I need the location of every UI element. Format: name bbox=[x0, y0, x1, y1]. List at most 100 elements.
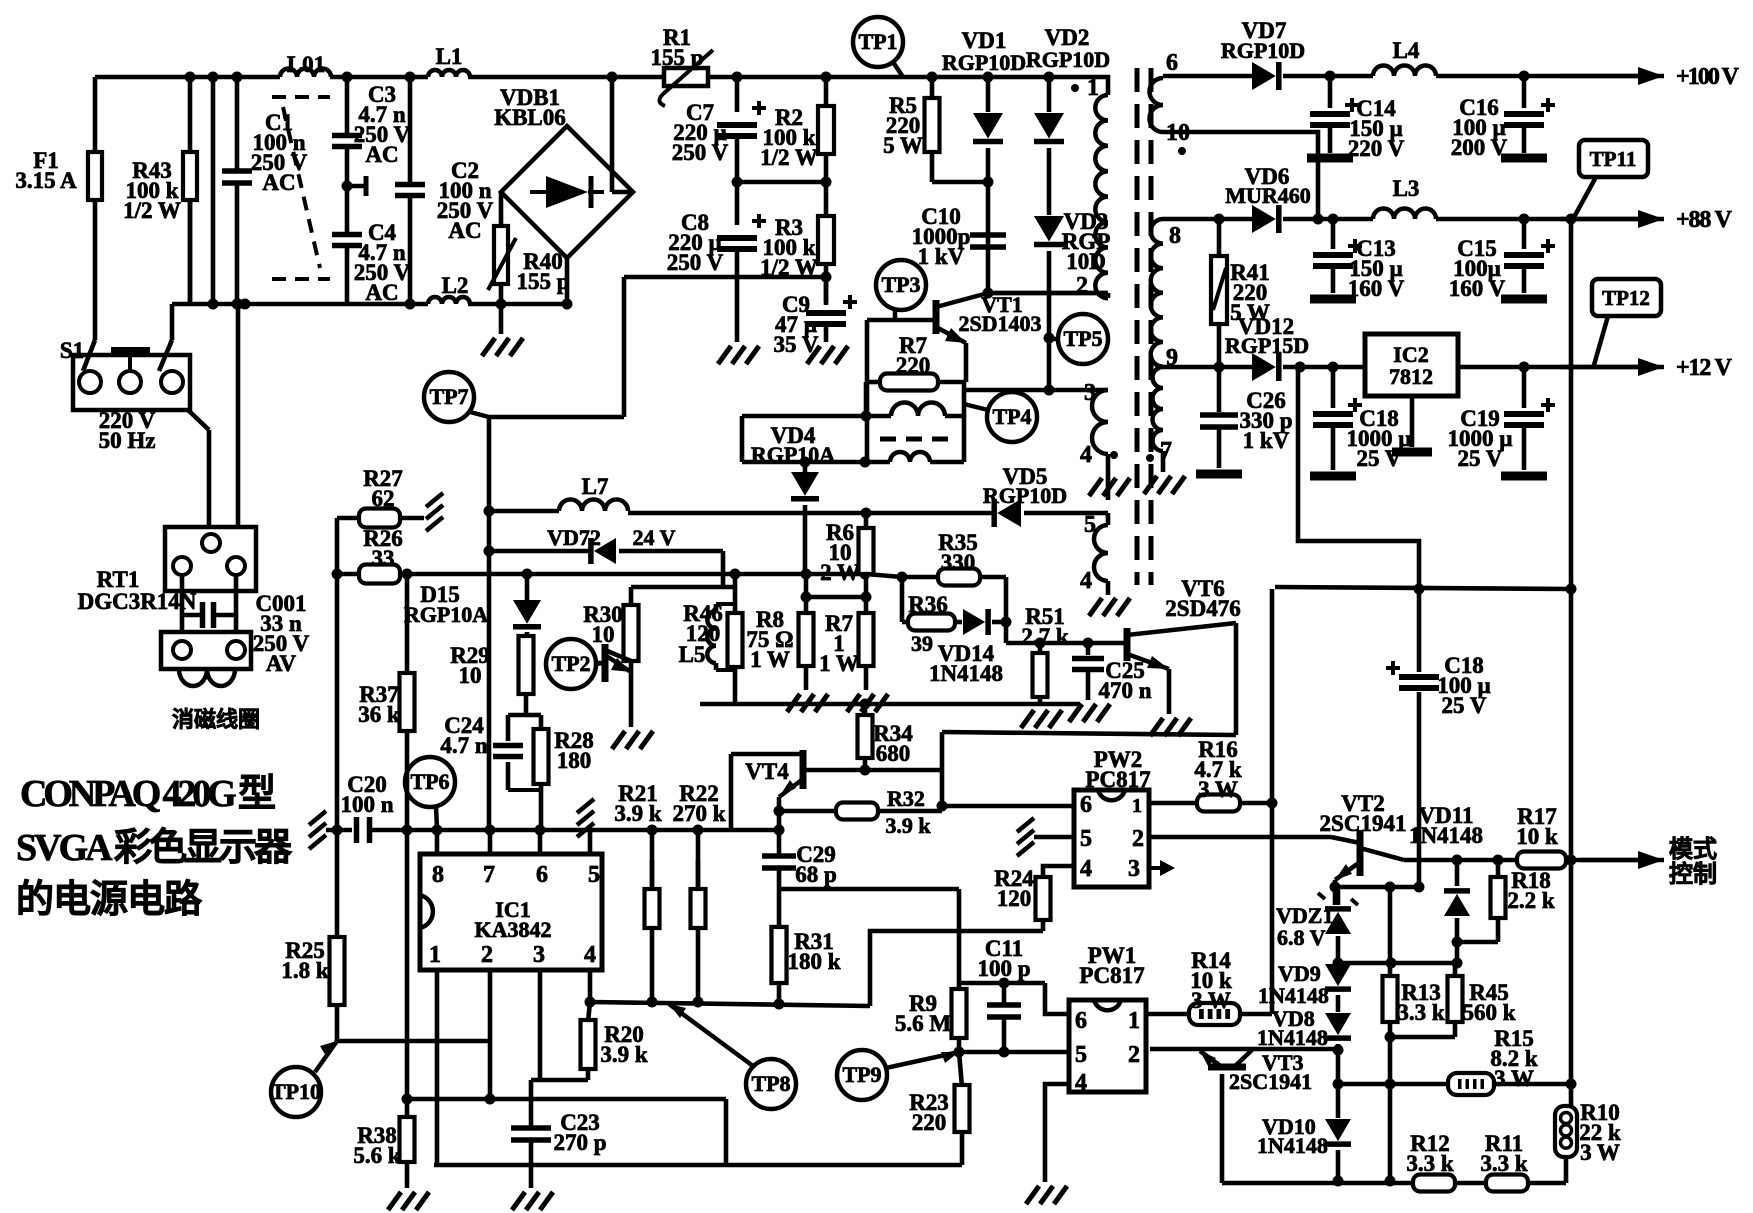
svg-text:TP2: TP2 bbox=[551, 651, 590, 676]
svg-text:2: 2 bbox=[481, 942, 493, 968]
svg-text:2SD1403: 2SD1403 bbox=[958, 311, 1041, 336]
svg-text:F1: F1 bbox=[33, 148, 59, 173]
svg-text:VD72: VD72 bbox=[547, 525, 601, 550]
svg-text:250 V: 250 V bbox=[251, 150, 308, 175]
svg-text:TP8: TP8 bbox=[751, 1071, 790, 1096]
svg-text:PW1: PW1 bbox=[1088, 943, 1137, 968]
svg-text:10: 10 bbox=[1166, 120, 1190, 146]
svg-text:RGP10A: RGP10A bbox=[404, 602, 488, 627]
svg-text:220: 220 bbox=[886, 113, 921, 138]
svg-text:120: 120 bbox=[997, 886, 1032, 911]
svg-text:R20: R20 bbox=[604, 1022, 644, 1047]
svg-text:VD9: VD9 bbox=[1278, 961, 1321, 986]
svg-text:6: 6 bbox=[536, 862, 548, 888]
svg-text:VDZ1: VDZ1 bbox=[1276, 903, 1333, 928]
svg-text:100 µ: 100 µ bbox=[1452, 115, 1506, 140]
svg-text:1 kV: 1 kV bbox=[1243, 428, 1290, 453]
svg-text:RT1: RT1 bbox=[97, 567, 140, 592]
svg-text:RGP10D: RGP10D bbox=[1221, 38, 1305, 63]
svg-text:36 k: 36 k bbox=[358, 702, 400, 727]
svg-text:160 V: 160 V bbox=[1348, 276, 1405, 301]
svg-text:5: 5 bbox=[1084, 512, 1096, 538]
svg-text:100 n: 100 n bbox=[438, 178, 491, 203]
svg-text:TP6: TP6 bbox=[410, 769, 449, 794]
svg-text:R1: R1 bbox=[663, 25, 691, 50]
svg-text:33 n: 33 n bbox=[260, 611, 302, 636]
svg-text:150 µ: 150 µ bbox=[1349, 116, 1403, 141]
svg-text:2 W: 2 W bbox=[820, 560, 860, 585]
svg-text:5 W: 5 W bbox=[1230, 300, 1270, 325]
svg-text:R40: R40 bbox=[523, 249, 563, 274]
svg-text:1N4148: 1N4148 bbox=[1258, 983, 1329, 1008]
svg-text:100 n: 100 n bbox=[340, 792, 393, 817]
svg-text:R51: R51 bbox=[1025, 604, 1065, 629]
svg-text:5: 5 bbox=[1075, 1042, 1087, 1068]
svg-text:RGP10D: RGP10D bbox=[983, 483, 1067, 508]
svg-text:10: 10 bbox=[459, 663, 482, 688]
svg-text:R5: R5 bbox=[889, 93, 917, 118]
svg-text:VT4: VT4 bbox=[745, 759, 789, 784]
svg-text:消磁线圈: 消磁线圈 bbox=[172, 707, 260, 732]
svg-text:AV: AV bbox=[266, 651, 297, 676]
svg-text:R32: R32 bbox=[887, 786, 925, 811]
svg-text:S1: S1 bbox=[60, 338, 84, 363]
svg-text:3.9 k: 3.9 k bbox=[885, 813, 931, 838]
svg-text:3.9 k: 3.9 k bbox=[614, 801, 662, 826]
svg-text:180 k: 180 k bbox=[787, 949, 840, 974]
svg-text:L3: L3 bbox=[1393, 176, 1420, 201]
svg-text:1 W: 1 W bbox=[819, 651, 859, 676]
svg-text:R2: R2 bbox=[775, 105, 803, 130]
svg-text:R22: R22 bbox=[679, 781, 719, 806]
svg-text:PW2: PW2 bbox=[1094, 747, 1143, 772]
svg-text:VT2: VT2 bbox=[1341, 791, 1384, 816]
svg-text:1: 1 bbox=[833, 631, 845, 656]
svg-text:L1: L1 bbox=[436, 44, 463, 69]
svg-text:R34: R34 bbox=[873, 721, 913, 746]
svg-text:4.7 n: 4.7 n bbox=[358, 102, 406, 127]
svg-text:TP11: TP11 bbox=[1590, 147, 1637, 171]
svg-text:1N4148: 1N4148 bbox=[929, 661, 1003, 686]
svg-text:C24: C24 bbox=[444, 713, 484, 738]
svg-text:1/2 W: 1/2 W bbox=[760, 145, 818, 170]
svg-text:C11: C11 bbox=[985, 936, 1023, 961]
svg-text:C25: C25 bbox=[1105, 658, 1145, 683]
svg-text:C14: C14 bbox=[1356, 96, 1396, 121]
svg-text:62: 62 bbox=[372, 486, 395, 511]
svg-text:TP12: TP12 bbox=[1602, 286, 1650, 310]
svg-text:VD4: VD4 bbox=[771, 423, 816, 448]
svg-text:5: 5 bbox=[1080, 826, 1092, 852]
svg-text:100 k: 100 k bbox=[762, 125, 815, 150]
svg-text:VD10: VD10 bbox=[1262, 1114, 1316, 1139]
svg-text:+12 V: +12 V bbox=[1676, 355, 1733, 381]
svg-text:R29: R29 bbox=[450, 643, 490, 668]
svg-text:3 W: 3 W bbox=[1198, 777, 1238, 802]
svg-text:R18: R18 bbox=[1511, 868, 1551, 893]
svg-text:1N4148: 1N4148 bbox=[1257, 1025, 1328, 1050]
svg-text:TP4: TP4 bbox=[992, 404, 1031, 429]
svg-text:VD6: VD6 bbox=[1245, 164, 1290, 189]
svg-text:R7: R7 bbox=[899, 333, 927, 358]
svg-text:VD11: VD11 bbox=[1419, 803, 1474, 828]
svg-text:68 p: 68 p bbox=[795, 862, 837, 887]
svg-text:RGP15D: RGP15D bbox=[1225, 333, 1309, 358]
svg-text:的电源电路: 的电源电路 bbox=[16, 879, 203, 921]
svg-text:KA3842: KA3842 bbox=[475, 917, 552, 942]
svg-text:25 V: 25 V bbox=[1357, 446, 1402, 471]
svg-text:R46: R46 bbox=[683, 601, 723, 626]
svg-text:C8: C8 bbox=[681, 210, 709, 235]
svg-text:R14: R14 bbox=[1191, 948, 1231, 973]
svg-text:7: 7 bbox=[483, 862, 495, 888]
svg-text:VT3: VT3 bbox=[1262, 1050, 1304, 1075]
svg-text:CONPAQ 420G 型: CONPAQ 420G 型 bbox=[20, 773, 276, 815]
svg-text:C13: C13 bbox=[1356, 236, 1396, 261]
svg-text:C2: C2 bbox=[451, 158, 479, 183]
svg-text:C15: C15 bbox=[1457, 236, 1497, 261]
svg-text:100 k: 100 k bbox=[762, 235, 815, 260]
svg-text:6: 6 bbox=[1166, 50, 1178, 76]
svg-text:R15: R15 bbox=[1494, 1026, 1534, 1051]
svg-text:39: 39 bbox=[911, 631, 933, 656]
svg-text:VT6: VT6 bbox=[1181, 576, 1224, 601]
svg-text:R27: R27 bbox=[363, 466, 403, 491]
svg-text:155 p: 155 p bbox=[516, 269, 569, 294]
svg-text:4.7 k: 4.7 k bbox=[1194, 757, 1242, 782]
